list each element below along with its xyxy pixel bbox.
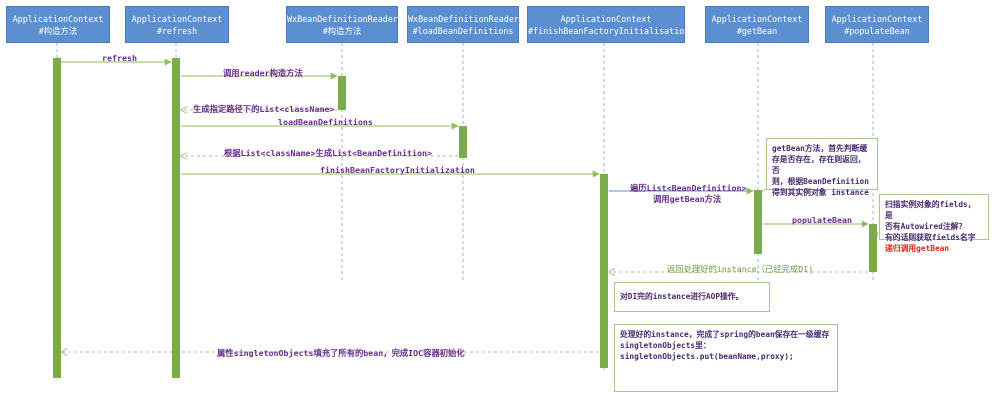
msg-refresh: refresh	[102, 53, 137, 63]
note-aop: 对DI完的instance进行AOP操作。	[614, 282, 770, 312]
activation-finish-init	[600, 174, 608, 368]
lifeline-header-4-line1: WxBeanDefinitionReader	[408, 13, 519, 24]
lifeline-header-7-line1: ApplicationContext	[831, 13, 923, 24]
note-getbean: getBean方法，首先判断缓 存是否存在，存在则返回，否 则，根据BeanDe…	[766, 138, 878, 197]
note-save: 处理好的instance，完成了spring的bean保存在一级缓存 singl…	[614, 324, 838, 392]
lifeline-header-4: WxBeanDefinitionReader #loadBeanDefiniti…	[407, 6, 519, 43]
msg-return-list-beandef: 根据List<className>生成List<BeanDefinition>	[224, 148, 433, 158]
note-populate-line4: 递归调用getBean	[885, 244, 950, 253]
activation-populatebean	[869, 224, 877, 272]
lifeline-header-3-line2: #构造方法	[322, 25, 362, 36]
lifeline-header-3: WxBeanDefinitionReader #构造方法	[286, 6, 398, 43]
note-aop-text: 对DI完的instance进行AOP操作。	[620, 292, 744, 301]
lifeline-header-1-line2: #构造方法	[38, 25, 78, 36]
lifeline-header-2-line1: ApplicationContext	[131, 13, 223, 24]
msg-iterate-line1: 遍历List<BeanDefinition>	[630, 183, 747, 193]
lifeline-header-6: ApplicationContext #getBean	[705, 6, 809, 43]
note-save-line1: 处理好的instance，完成了spring的bean保存在一级缓存	[620, 330, 830, 339]
lifeline-header-6-line2: #getBean	[736, 25, 778, 36]
activation-constructor	[53, 58, 61, 378]
lifeline-header-7: ApplicationContext #populateBean	[825, 6, 929, 43]
lifeline-header-1-line1: ApplicationContext	[12, 13, 104, 24]
note-getbean-line1: getBean方法，首先判断缓	[772, 144, 868, 153]
msg-iterate-line2: 调用getBean方法	[653, 194, 722, 204]
lifeline-header-7-line2: #populateBean	[844, 25, 910, 36]
msg-populate-bean: populateBean	[792, 215, 852, 225]
note-save-line2: singletonObjects里：	[620, 341, 711, 350]
msg-return-final: 属性singletonObjects填充了所有的bean，完成IOC容器初始化	[217, 348, 465, 358]
note-getbean-line4: 得到其实例对象 instance	[772, 188, 869, 197]
activation-refresh	[172, 58, 180, 378]
lifeline-header-5-line2: #finishBeanFactoryInitialisation	[528, 25, 690, 36]
lifeline-header-5-line1: ApplicationContext	[560, 13, 652, 24]
activation-load-bean-definitions	[459, 126, 467, 158]
msg-load-bean-definitions: loadBeanDefinitions	[278, 117, 373, 127]
note-populate-line1: 扫描实例对象的fields，是	[885, 200, 976, 220]
lifeline-header-2-line2: #refresh	[156, 25, 198, 36]
lifeline-header-6-line1: ApplicationContext	[711, 13, 803, 24]
activation-reader-constructor	[338, 76, 346, 110]
note-populate-line3: 有的话则获取fields名字	[885, 233, 976, 242]
lifeline-header-4-line2: #loadBeanDefinitions	[412, 25, 514, 36]
activation-getbean	[754, 190, 762, 254]
note-populate: 扫描实例对象的fields，是 否有Autowired注解？ 有的话则获取fie…	[879, 194, 989, 253]
lifeline-header-1: ApplicationContext #构造方法	[6, 6, 110, 43]
msg-return-list-classname: 生成指定路径下的List<className>	[193, 104, 335, 114]
msg-return-instance: 返回处理好的instance（已经完成DI)	[667, 264, 814, 274]
note-getbean-line2: 存是否存在，存在则返回，否	[772, 155, 866, 175]
note-save-line3: singletonObjects.put(beanName,proxy);	[620, 352, 794, 361]
note-populate-line2: 否有Autowired注解？	[885, 222, 967, 231]
msg-call-reader: 调用reader构造方法	[223, 68, 303, 78]
msg-finish-init: finishBeanFactoryInitialization	[320, 165, 475, 175]
lifeline-header-5: ApplicationContext #finishBeanFactoryIni…	[527, 6, 690, 43]
note-getbean-line3: 则，根据BeanDefinition	[772, 177, 869, 186]
lifeline-header-2: ApplicationContext #refresh	[125, 6, 229, 43]
lifeline-header-3-line1: WxBeanDefinitionReader	[287, 13, 398, 24]
